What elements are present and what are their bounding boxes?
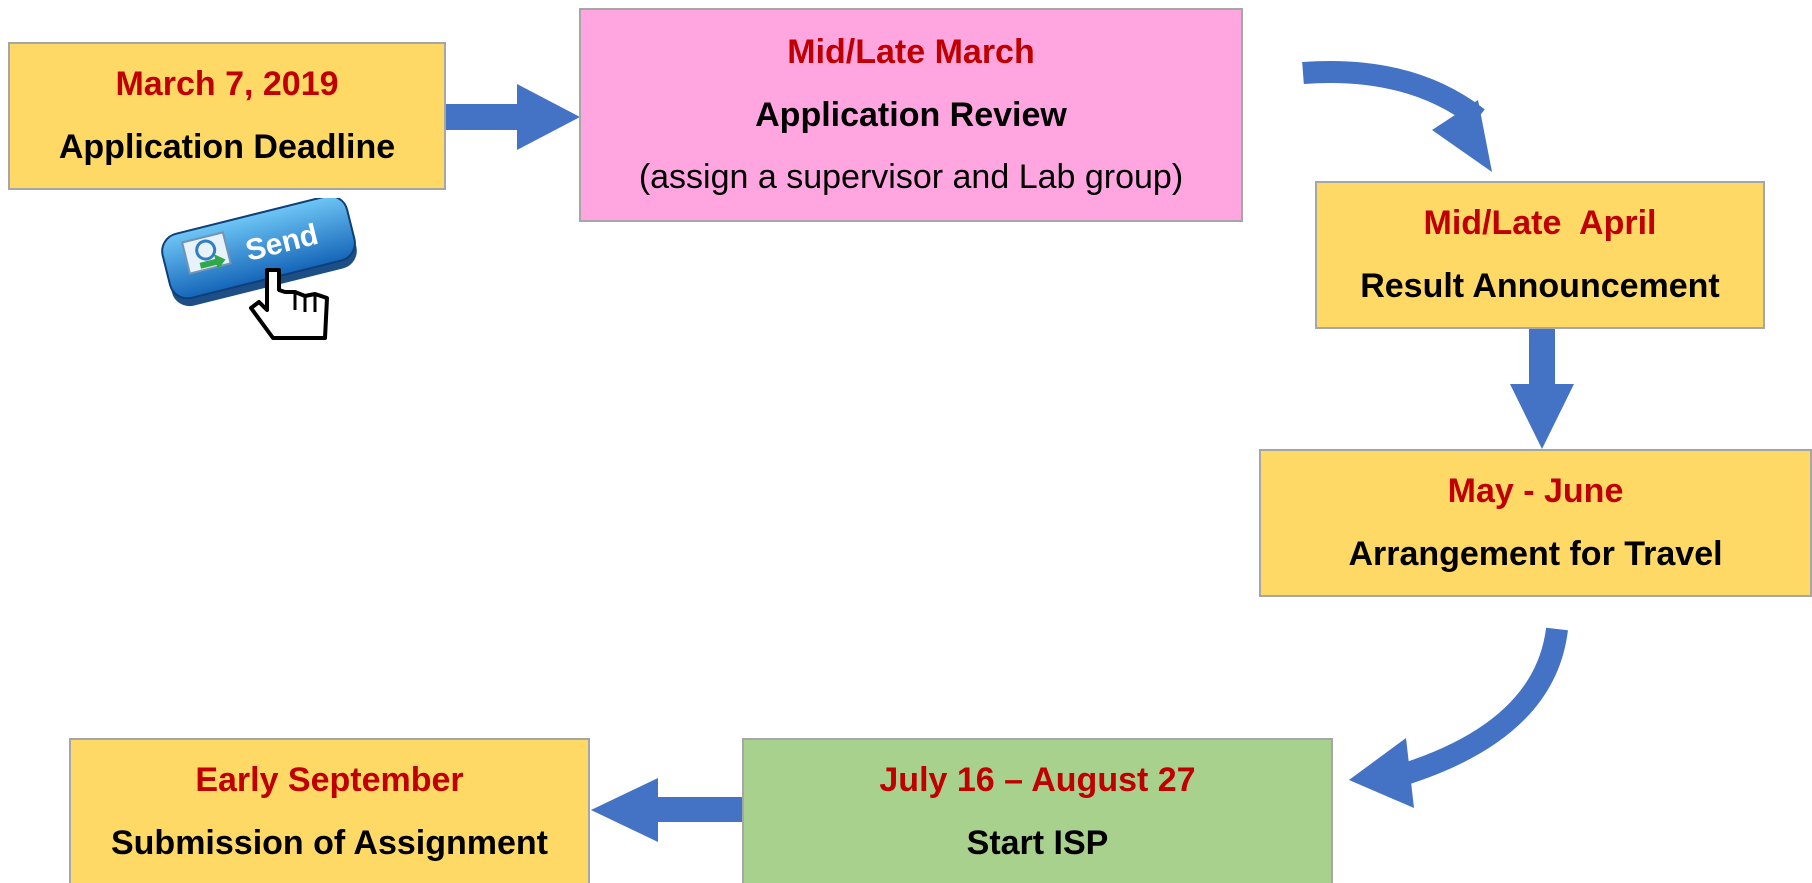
step-date: Mid/Late April [1423,204,1657,243]
step-arrangement-for-travel: May - June Arrangement for Travel [1259,449,1812,597]
step-application-deadline: March 7, 2019 Application Deadline [8,42,446,190]
step-title: Result Announcement [1360,267,1720,305]
step-title: Application Deadline [58,128,396,166]
step-note: (assign a supervisor and Lab group) [638,158,1184,197]
step-title: Submission of Assignment [110,823,548,862]
step-date: May - June [1447,472,1624,511]
step-title: Start ISP [966,823,1109,862]
hand-cursor-icon [249,268,329,340]
arrow-deadline-to-review [445,84,580,150]
arrow-review-to-announcement [1302,60,1492,172]
step-application-review: Mid/Late March Application Review (assig… [579,8,1243,222]
step-title: Application Review [755,95,1067,134]
step-date: March 7, 2019 [115,65,339,104]
step-result-announcement: Mid/Late April Result Announcement [1315,181,1765,329]
step-start-isp: July 16 – August 27 Start ISP [742,738,1333,883]
step-title: Arrangement for Travel [1348,535,1723,573]
arrow-travel-to-isp [1349,627,1568,808]
step-submission-of-assignment: Early September Submission of Assignment [69,738,590,883]
envelope-icon [180,231,232,275]
step-date: Early September [195,760,464,799]
arrow-announcement-to-travel [1510,328,1574,449]
step-date: July 16 – August 27 [879,760,1196,799]
step-date: Mid/Late March [787,32,1035,71]
send-button-illustration: Send [155,194,370,343]
